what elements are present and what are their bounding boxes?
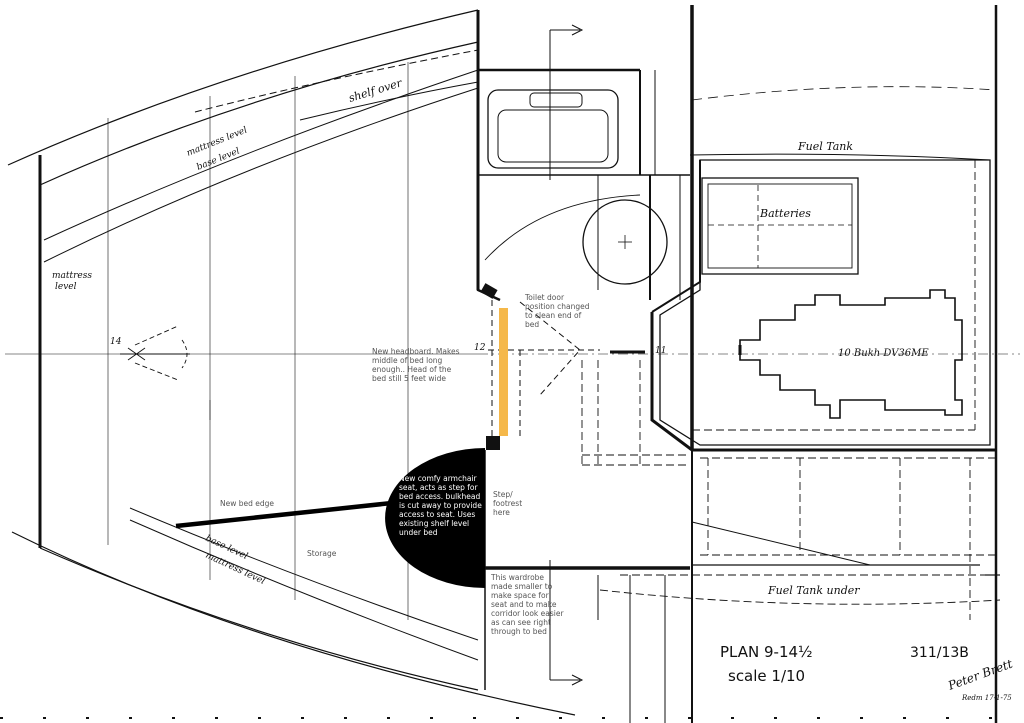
svg-text:as can see right: as can see right bbox=[491, 618, 551, 627]
note-bed-edge: New bed edge bbox=[220, 499, 274, 508]
svg-text:This wardrobe: This wardrobe bbox=[490, 573, 544, 582]
under-tank-solids bbox=[610, 350, 1000, 576]
section-arrow-top bbox=[549, 24, 584, 180]
svg-text:middle of bed long: middle of bed long bbox=[372, 356, 443, 365]
label-frame-14: 14 bbox=[110, 337, 122, 347]
label-mattress-side-1: mattress bbox=[52, 271, 92, 281]
note-step: Step/ footrest here bbox=[493, 490, 522, 517]
label-batteries: Batteries bbox=[759, 207, 811, 220]
svg-text:Step/: Step/ bbox=[493, 490, 513, 499]
frame-14-symbol bbox=[120, 325, 190, 381]
svg-text:under bed: under bed bbox=[399, 528, 438, 537]
new-headboard bbox=[499, 308, 508, 436]
plan-title: PLAN 9-14½ bbox=[720, 643, 813, 661]
svg-text:enough.. Head of the: enough.. Head of the bbox=[372, 365, 452, 374]
plan-scale: scale 1/10 bbox=[728, 667, 805, 685]
headboard-post bbox=[486, 436, 500, 450]
section-arrow-bottom bbox=[549, 560, 584, 686]
note-headboard: New headboard. Makes middle of bed long … bbox=[372, 347, 460, 383]
label-mattress-side-2: level bbox=[55, 282, 77, 292]
label-frame-11: 11 bbox=[655, 346, 666, 356]
svg-text:make space for: make space for bbox=[491, 591, 550, 600]
label-fuel-tank-under: Fuel Tank under bbox=[767, 584, 860, 597]
hull-outline bbox=[7, 9, 576, 716]
svg-text:footrest: footrest bbox=[493, 499, 522, 508]
svg-text:Toilet door: Toilet door bbox=[524, 293, 565, 302]
label-frame-12: 12 bbox=[474, 343, 486, 353]
shelf-lines-upper bbox=[43, 49, 479, 263]
label-engine: 10 Bukh DV36ME bbox=[838, 348, 929, 359]
svg-text:bed access. bulkhead: bed access. bulkhead bbox=[399, 492, 480, 501]
svg-text:bed: bed bbox=[525, 320, 539, 329]
svg-text:position changed: position changed bbox=[525, 302, 590, 311]
svg-text:New comfy armchair: New comfy armchair bbox=[399, 474, 478, 483]
svg-text:seat, acts as step for: seat, acts as step for bbox=[399, 483, 479, 492]
svg-text:access to seat. Uses: access to seat. Uses bbox=[399, 510, 475, 519]
svg-text:existing shelf level: existing shelf level bbox=[399, 519, 469, 528]
headboard-dashes bbox=[488, 300, 600, 440]
engine-room bbox=[650, 5, 998, 723]
door-hinge bbox=[480, 283, 498, 299]
svg-text:made smaller to: made smaller to bbox=[491, 582, 553, 591]
label-fuel-tank: Fuel Tank bbox=[797, 140, 853, 153]
svg-text:is cut away to provide: is cut away to provide bbox=[399, 501, 482, 510]
svg-text:bed still 5 feet wide: bed still 5 feet wide bbox=[372, 374, 446, 383]
svg-text:corridor look easier: corridor look easier bbox=[491, 609, 564, 618]
note-wardrobe: This wardrobe made smaller to make space… bbox=[490, 573, 564, 636]
svg-text:here: here bbox=[493, 508, 510, 517]
svg-text:through to bed: through to bed bbox=[491, 627, 547, 636]
note-armchair: New comfy armchair seat, acts as step fo… bbox=[399, 474, 482, 537]
shelf-lines-lower bbox=[129, 507, 479, 661]
armchair-seat bbox=[385, 448, 485, 588]
svg-text:New headboard. Makes: New headboard. Makes bbox=[372, 347, 460, 356]
svg-text:seat and to make: seat and to make bbox=[491, 600, 557, 609]
under-tank-grid bbox=[581, 360, 1001, 620]
new-bed-edge bbox=[175, 500, 393, 529]
note-storage: Storage bbox=[307, 549, 337, 558]
drawing-number: 311/13B bbox=[910, 645, 969, 661]
note-toilet-door: Toilet door position changed to clean en… bbox=[524, 293, 590, 329]
signature-date: Redm 17-1-75 bbox=[961, 694, 1012, 702]
svg-text:to clean end of: to clean end of bbox=[525, 311, 582, 320]
